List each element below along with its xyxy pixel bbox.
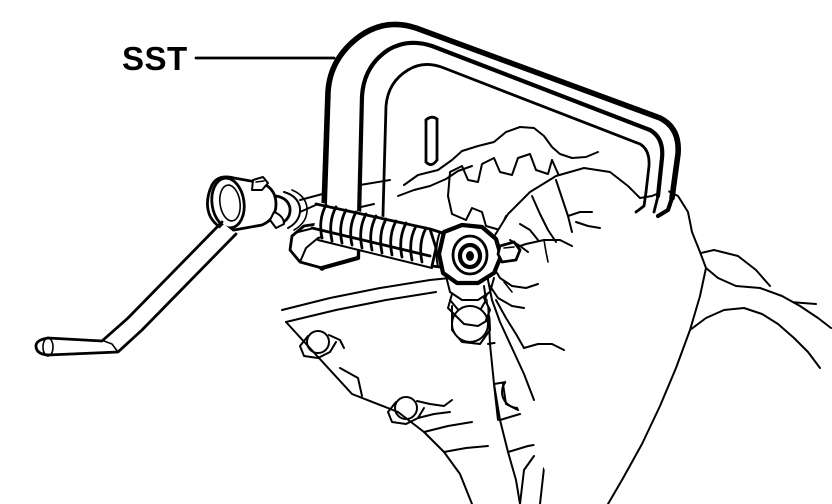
t-handle-bar: [34, 220, 238, 360]
bolt-boss: [306, 330, 330, 354]
wrist-sleeve: [689, 307, 821, 369]
hand: [485, 167, 832, 504]
callout-sst: SST: [122, 40, 336, 77]
bolt-boss: [394, 396, 418, 420]
callout-label-sst: SST: [122, 40, 188, 77]
screw-threads: [319, 203, 428, 264]
handle-pivot-knob: [206, 175, 308, 232]
cylinder-head-stud: [424, 115, 439, 166]
compressor-foot: [436, 222, 522, 327]
